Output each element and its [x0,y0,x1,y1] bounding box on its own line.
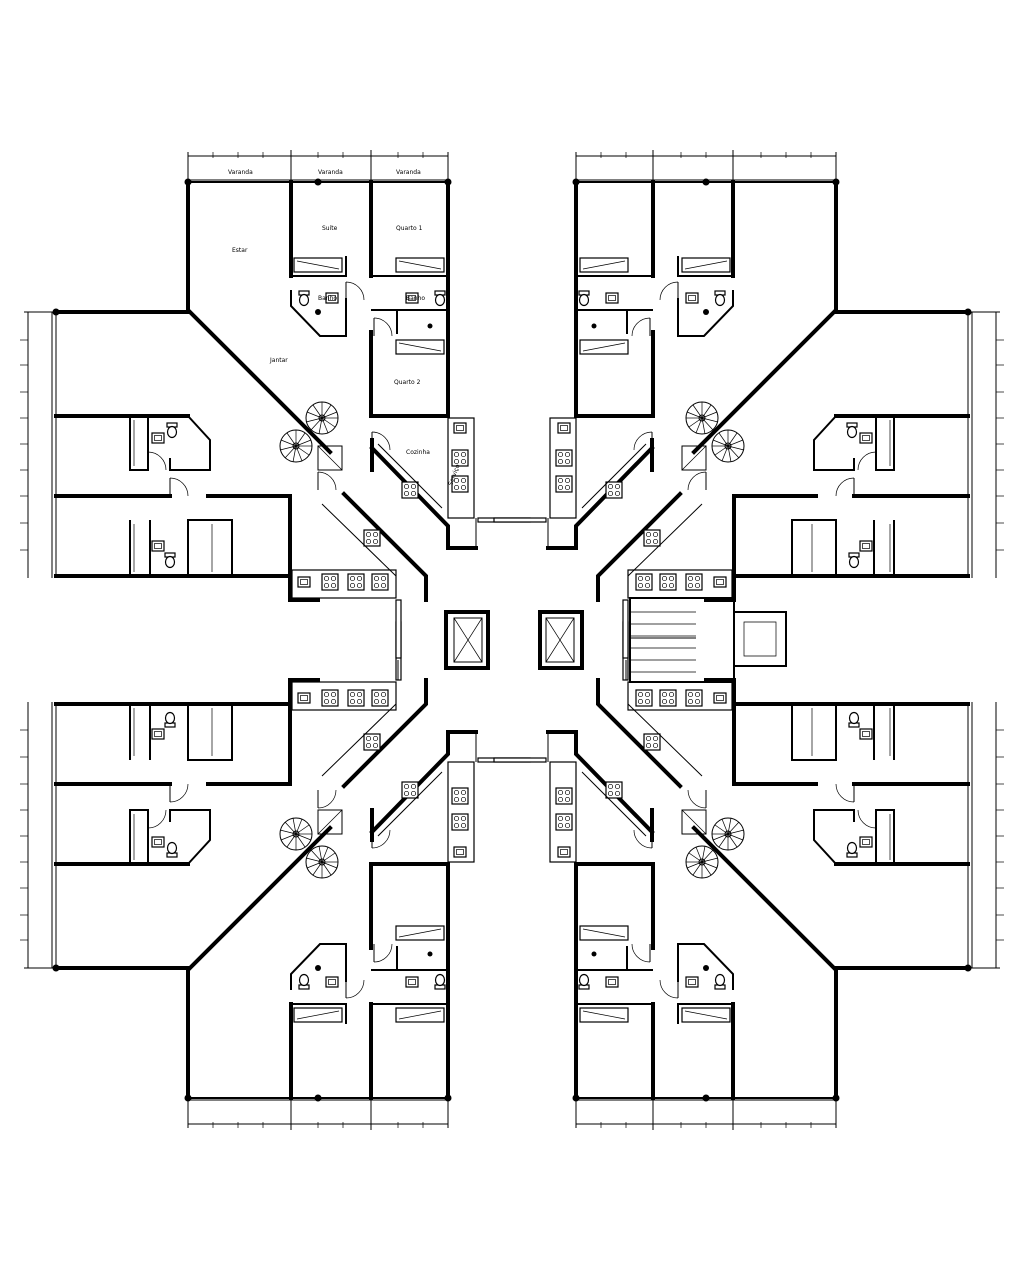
apartment-quadrant-sw [20,600,530,1130]
label-jantar: Jantar [269,357,288,364]
label-varanda-1: Varanda [228,169,253,176]
staircase [629,597,787,683]
label-varanda-2: Varanda [318,169,343,176]
label-quarto-1: Quarto 1 [396,225,423,232]
apartment-quadrant-ne [494,150,1004,680]
label-quarto-2: Quarto 2 [394,379,421,386]
label-banho-2: Banho [406,295,425,302]
label-banho-1: Banho [318,295,337,302]
label-cozinha: Cozinha [406,449,430,456]
apartment-quadrant-nw [20,150,530,680]
elevator-left [444,610,490,670]
elevator-right [538,610,584,670]
label-varanda-3: Varanda [396,169,421,176]
label-suite: Suíte [322,225,338,232]
label-estar: Estar [232,247,248,254]
apartment-quadrant-se [494,600,1004,1130]
